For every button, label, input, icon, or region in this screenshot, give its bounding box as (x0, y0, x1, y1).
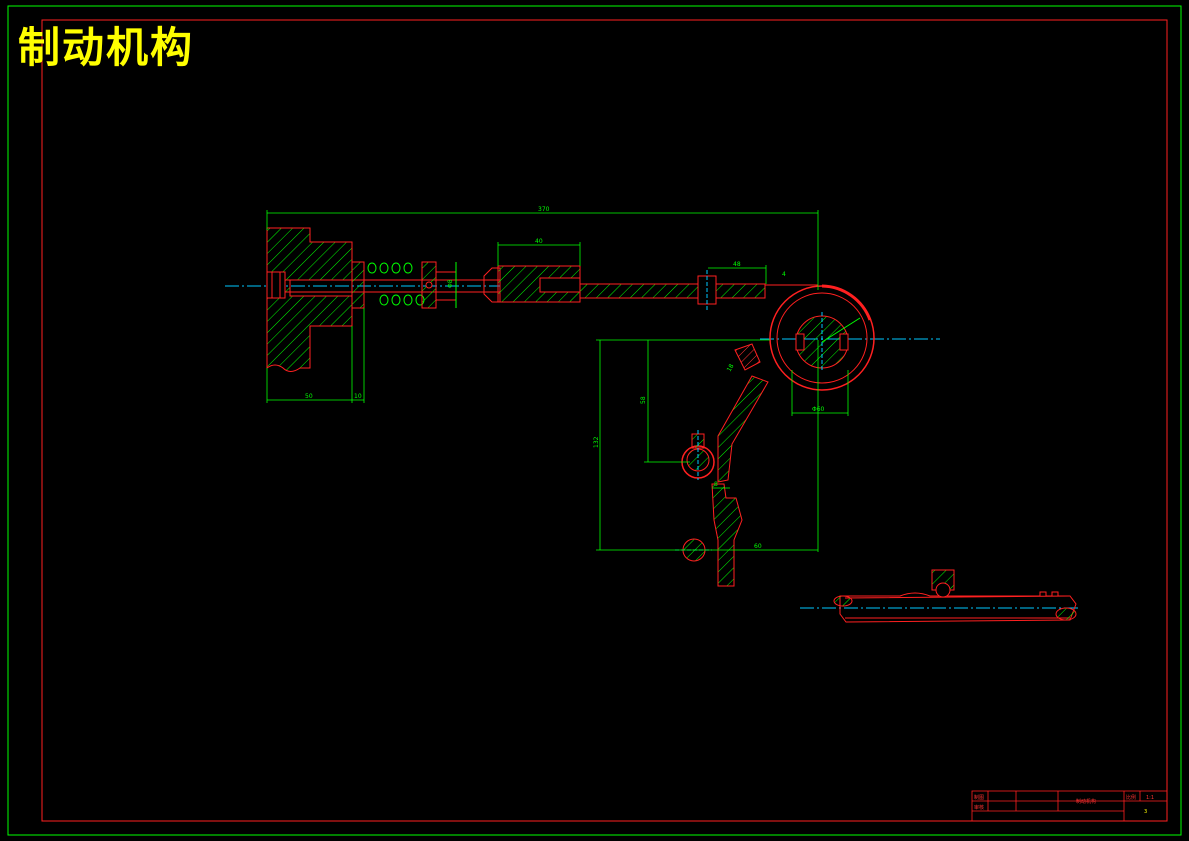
dim-block-gap: 10 (354, 393, 362, 400)
dim-arm-width: 60 (754, 543, 762, 550)
title-block-row-label-2: 审核 (974, 804, 984, 811)
dimension-lines (266, 210, 849, 552)
title-block-row-label-1: 制图 (974, 794, 984, 801)
outer-border (7, 5, 1182, 836)
dim-overall-length: 370 (538, 206, 550, 213)
title-block-drawing-name: 制动机构 (1076, 798, 1096, 805)
left-assembly (225, 227, 818, 372)
inner-border (41, 19, 1168, 822)
drum-assembly (760, 284, 940, 391)
dim-sleeve-length: 40 (535, 238, 543, 245)
dim-drum-dia: Φ60 (812, 406, 825, 413)
dim-shaft-dia: Φ8 (447, 279, 454, 288)
title-block-sheet-number: 3 (1144, 809, 1147, 815)
title-block-scale-value: 1:1 (1146, 795, 1154, 801)
title-block (971, 790, 1168, 822)
dim-arm-overall-height: 132 (593, 436, 600, 448)
title-block-scale-label: 比例 (1126, 794, 1136, 801)
mounting-block (266, 227, 353, 372)
spring (367, 262, 425, 306)
dim-arm-hole-offset: 18 (726, 363, 736, 373)
dim-pin-offset: 48 (733, 261, 741, 268)
long-rod (579, 283, 766, 299)
toothed-bar (800, 569, 1080, 623)
screw-head (266, 271, 286, 299)
drawing-title: 制动机构 (18, 23, 195, 72)
dim-block-width: 50 (305, 393, 313, 400)
dim-small-offset: 4 (782, 271, 786, 278)
dim-arm-height: 58 (640, 396, 647, 404)
dim-slot-size: 8 (714, 481, 718, 488)
